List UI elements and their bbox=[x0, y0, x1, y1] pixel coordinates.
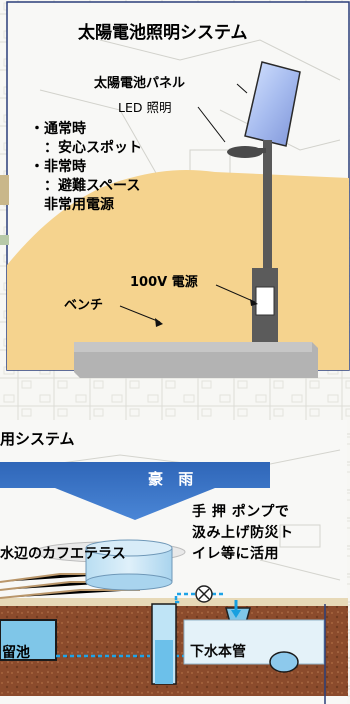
rainwater-panel bbox=[0, 420, 348, 704]
solar-lighting-panel bbox=[0, 1, 350, 378]
solar-panel-label: 太陽電池パネル bbox=[94, 76, 186, 91]
heavy-rain-arrow bbox=[0, 462, 270, 520]
rainwater-system-title: 用システム bbox=[0, 430, 75, 448]
leader-lines bbox=[119, 83, 256, 323]
edge-tree bbox=[0, 175, 9, 205]
heavy-rain-label: 豪 雨 bbox=[148, 470, 199, 488]
pump-note: 手 押 ポンプで 汲み上げ防災ト イレ等に活用 bbox=[192, 502, 294, 565]
sewer-outlet bbox=[269, 651, 299, 673]
power-outlet bbox=[255, 286, 275, 316]
sewer-main bbox=[183, 619, 325, 665]
bullet-normal-detail: ：安心スポット bbox=[30, 140, 142, 156]
solar-panel-icon bbox=[244, 61, 301, 147]
bullet-emergency-detail-2: 非常用電源 bbox=[30, 197, 114, 213]
pump-note-line-2: 汲み上げ防災ト bbox=[192, 525, 294, 541]
light-pole bbox=[263, 140, 272, 280]
ground-surface bbox=[0, 598, 348, 606]
edge-strip bbox=[0, 235, 9, 245]
storage-tank-label: 留池 bbox=[2, 645, 30, 661]
cafe-terrace-label: 水辺のカフエテラス bbox=[0, 546, 126, 562]
pump-note-line-1: 手 押 ポンプで bbox=[192, 504, 290, 520]
bench-label: ベンチ bbox=[64, 298, 104, 313]
bullet-emergency-detail-1: ：避難スペース bbox=[30, 178, 141, 194]
pump-note-line-3: イレ等に活用 bbox=[192, 546, 279, 562]
usage-bullets: ・通常時 ：安心スポット ・非常時 ：避難スペース 非常用電源 bbox=[30, 120, 142, 215]
bullet-emergency: ・非常時 bbox=[30, 159, 86, 175]
power-100v-label: 100V 電源 bbox=[130, 275, 198, 290]
led-light-label: LED 照明 bbox=[118, 100, 172, 115]
bullet-normal: ・通常時 bbox=[30, 121, 86, 137]
storage-tank bbox=[0, 619, 57, 661]
solar-system-title: 太陽電池照明システム bbox=[78, 23, 248, 43]
sewer-main-label: 下水本管 bbox=[190, 644, 246, 660]
